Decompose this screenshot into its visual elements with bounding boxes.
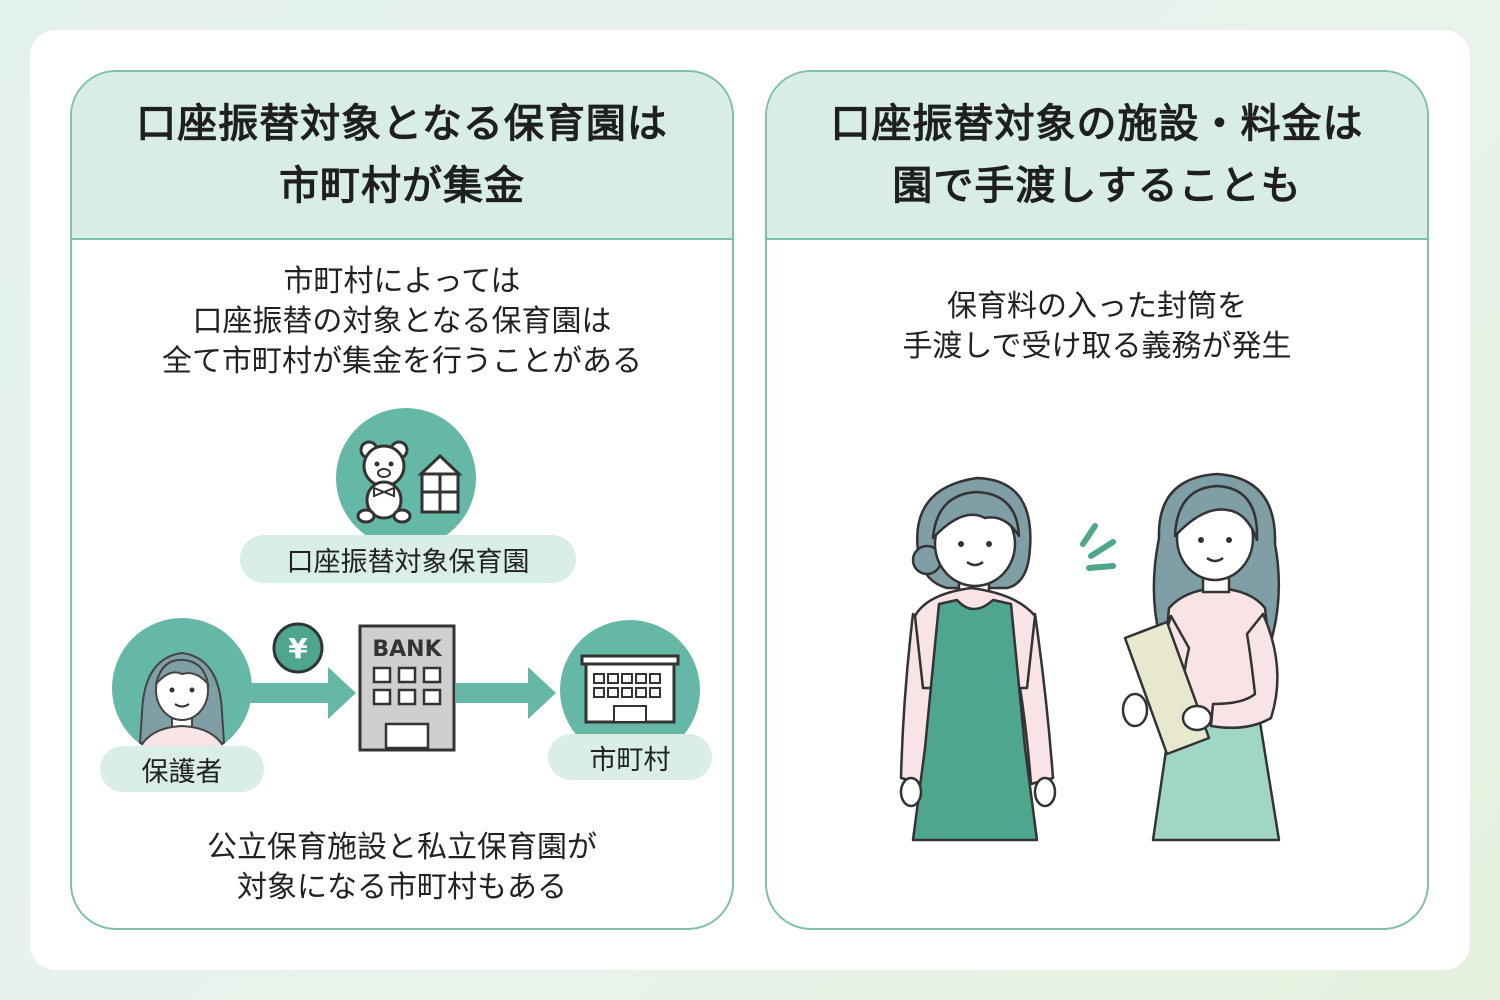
right-heading-line-2: 園で手渡しすることも xyxy=(892,163,1302,209)
right-intro-text: 保育料の入った封筒を 手渡しで受け取る義務が発生 xyxy=(767,287,1427,367)
right-panel-header: 口座振替対象の施設・料金は 園で手渡しすることも xyxy=(767,72,1427,240)
arrow-to-city-icon xyxy=(456,667,556,719)
blocks-icon xyxy=(417,453,463,514)
bank-icon: BANK xyxy=(358,624,456,752)
left-intro-line-2: 口座振替の対象となる保育園は xyxy=(192,304,612,339)
left-heading-line-1: 口座振替対象となる保育園は xyxy=(136,101,668,147)
right-panel: 口座振替対象の施設・料金は 園で手渡しすることも 保育料の入った封筒を 手渡しで… xyxy=(765,70,1429,930)
guardian-label: 保護者 xyxy=(141,756,223,788)
left-footer-text: 公立保育施設と私立保育園が 対象になる市町村もある xyxy=(72,828,732,908)
nursery-icon xyxy=(336,408,476,548)
sparkle-icon xyxy=(1080,523,1116,571)
bank-label: BANK xyxy=(372,637,442,662)
left-footer-line-2: 対象になる市町村もある xyxy=(237,870,567,905)
teacher-figure xyxy=(899,476,1057,842)
nursery-label-pill: 口座振替対象保育園 xyxy=(240,535,576,583)
parent-figure xyxy=(1121,472,1281,842)
left-intro-line-1: 市町村によっては xyxy=(283,264,521,299)
right-heading-line-1: 口座振替対象の施設・料金は xyxy=(830,101,1364,147)
handover-illustration xyxy=(899,472,1281,842)
left-heading-line-2: 市町村が集金 xyxy=(279,163,525,209)
nursery-label: 口座振替対象保育園 xyxy=(286,546,530,578)
teddy-bear-icon xyxy=(356,440,412,524)
guardian-icon xyxy=(112,618,252,758)
yen-coin-icon: ¥ xyxy=(272,622,324,674)
guardian-label-pill: 保護者 xyxy=(100,746,264,792)
city-label: 市町村 xyxy=(589,744,671,776)
left-intro-text: 市町村によっては 口座振替の対象となる保育園は 全て市町村が集金を行うことがある xyxy=(72,262,732,382)
left-panel: 口座振替対象となる保育園は 市町村が集金 市町村によっては 口座振替の対象となる… xyxy=(70,70,734,930)
city-hall-icon xyxy=(560,620,700,760)
left-intro-line-3: 全て市町村が集金を行うことがある xyxy=(162,344,642,379)
city-label-pill: 市町村 xyxy=(548,734,712,780)
yen-symbol: ¥ xyxy=(288,632,308,665)
left-panel-header: 口座振替対象となる保育園は 市町村が集金 xyxy=(72,72,732,240)
left-footer-line-1: 公立保育施設と私立保育園が xyxy=(207,830,597,865)
right-intro-line-1: 保育料の入った封筒を xyxy=(947,289,1247,324)
arrow-to-bank-icon xyxy=(250,667,356,719)
right-intro-line-2: 手渡しで受け取る義務が発生 xyxy=(902,329,1292,364)
